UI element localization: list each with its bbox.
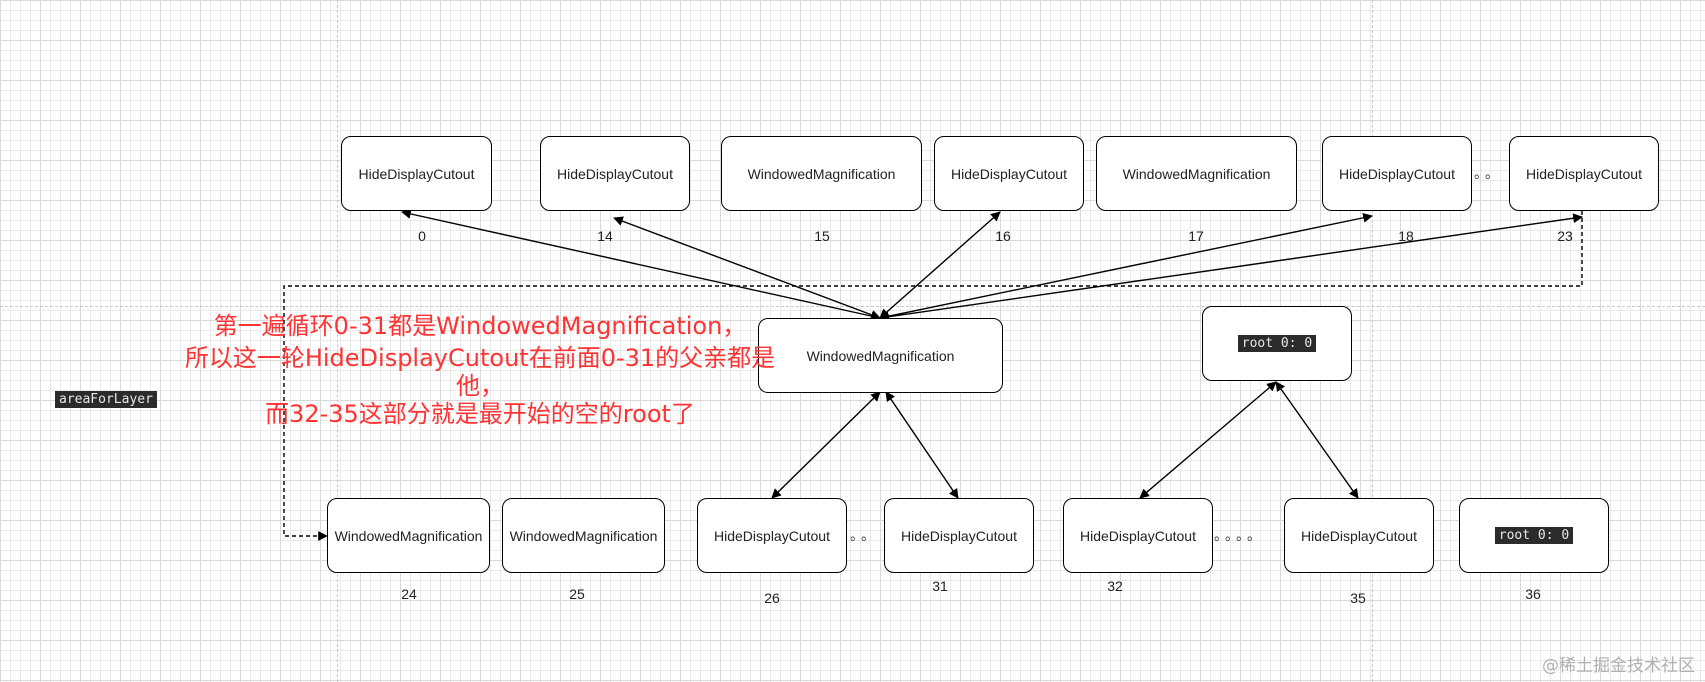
ellipsis: 。。: [850, 527, 879, 543]
node-index: 26: [764, 590, 780, 606]
node-label: HideDisplayCutout: [714, 527, 830, 544]
node-label: WindowedMagnification: [806, 347, 955, 364]
node-index: 32: [1107, 578, 1123, 594]
edge-root-to-35: [1275, 381, 1359, 499]
node-label: HideDisplayCutout: [1301, 527, 1417, 544]
edge-root-to-32: [1139, 381, 1277, 499]
edge-parent-to-23: [879, 213, 1583, 322]
top-node-17: WindowedMagnification: [1096, 136, 1297, 211]
node-label: HideDisplayCutout: [901, 527, 1017, 544]
node-index: 31: [932, 578, 948, 594]
bottom-node-35: HideDisplayCutout: [1284, 498, 1434, 573]
node-index: 15: [814, 228, 830, 244]
top-node-0: HideDisplayCutout: [341, 136, 492, 211]
area-for-layer-label: areaForLayer: [55, 390, 157, 408]
guide-line: [337, 0, 338, 682]
node-index: 14: [597, 228, 613, 244]
edge-dashed-23-to-24: [283, 211, 1583, 541]
edge-parent-to-14: [613, 216, 881, 320]
node-label: HideDisplayCutout: [358, 165, 475, 182]
top-node-23: HideDisplayCutout: [1509, 136, 1659, 211]
root-node: root 0: 0: [1202, 306, 1352, 381]
annotation-line: 第一遍循环0-31都是WindowedMagnification，: [213, 312, 747, 340]
node-label: HideDisplayCutout: [1339, 165, 1455, 182]
node-index: 25: [569, 586, 585, 602]
node-label: WindowedMagnification: [509, 527, 658, 544]
ellipsis: 。。。。: [1214, 527, 1265, 543]
annotation-line: 而32-35这部分就是最开始的空的root了: [265, 400, 695, 428]
guide-line: [1372, 0, 1373, 682]
top-node-18: HideDisplayCutout: [1322, 136, 1472, 211]
node-label: WindowedMagnification: [747, 165, 896, 182]
node-index: 0: [418, 228, 426, 244]
node-label: HideDisplayCutout: [1526, 165, 1642, 182]
bottom-node-36: root 0: 0: [1459, 498, 1609, 573]
bottom-node-24: WindowedMagnification: [327, 498, 490, 573]
edge-parent-to-18: [879, 212, 1373, 322]
bottom-node-26: HideDisplayCutout: [697, 498, 847, 573]
watermark: @稀土掘金技术社区: [1542, 656, 1695, 676]
top-node-14: HideDisplayCutout: [540, 136, 690, 211]
ellipsis: 。。: [1474, 165, 1503, 181]
edge-parent-to-26: [771, 391, 881, 499]
node-index: 16: [995, 228, 1011, 244]
annotation-line: 所以这一轮HideDisplayCutout在前面0-31的父亲都是: [184, 344, 776, 372]
edge-parent-to-31: [885, 391, 959, 499]
node-label: root 0: 0: [1237, 335, 1317, 352]
node-label: root 0: 0: [1494, 527, 1574, 544]
node-label: WindowedMagnification: [334, 527, 483, 544]
bottom-node-25: WindowedMagnification: [502, 498, 665, 573]
bottom-node-32: HideDisplayCutout: [1063, 498, 1213, 573]
node-index: 35: [1350, 590, 1366, 606]
annotation-line: 他，: [456, 372, 504, 400]
node-index: 23: [1557, 228, 1573, 244]
node-label: HideDisplayCutout: [1080, 527, 1196, 544]
node-index: 36: [1525, 586, 1541, 602]
node-label: HideDisplayCutout: [557, 165, 673, 182]
area-for-layer-text: areaForLayer: [55, 391, 157, 408]
top-node-15: WindowedMagnification: [721, 136, 922, 211]
bottom-node-31: HideDisplayCutout: [884, 498, 1034, 573]
edge-parent-to-16: [879, 211, 1001, 319]
node-index: 24: [401, 586, 417, 602]
annotation-note: 第一遍循环0-31都是WindowedMagnification， 所以这一轮H…: [150, 310, 810, 430]
node-index: 17: [1188, 228, 1204, 244]
parent-node: WindowedMagnification: [758, 318, 1003, 393]
node-label: WindowedMagnification: [1122, 165, 1271, 182]
node-index: 18: [1398, 228, 1414, 244]
top-node-16: HideDisplayCutout: [934, 136, 1084, 211]
node-label: HideDisplayCutout: [951, 165, 1067, 182]
